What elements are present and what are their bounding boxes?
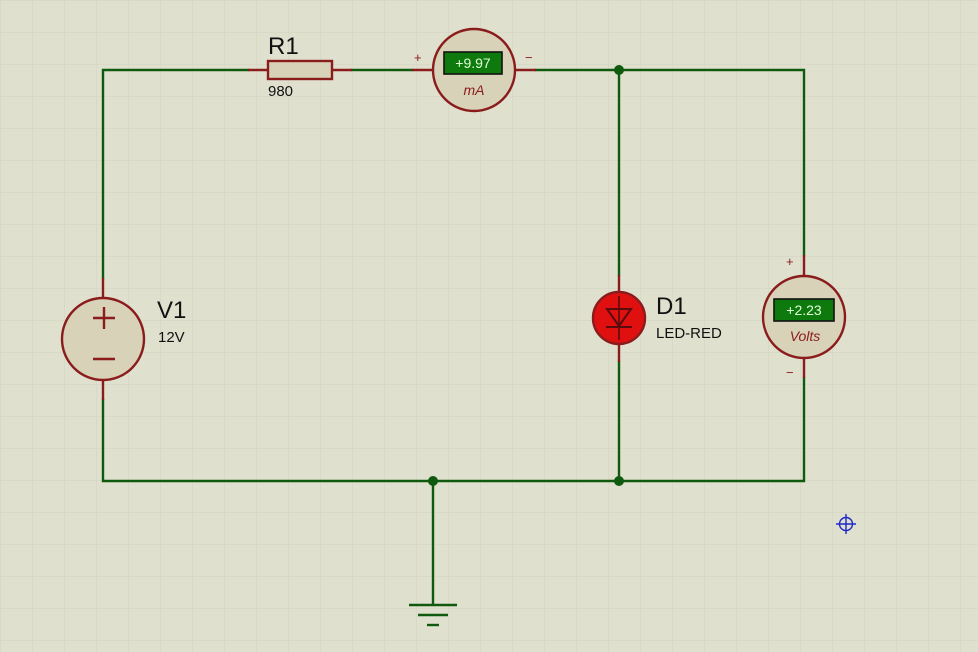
ammeter-display <box>443 51 503 75</box>
wire-left-top[interactable] <box>101 68 250 280</box>
ammeter-minus-sign: − <box>525 50 533 65</box>
wire-ammeter-node[interactable] <box>534 68 806 257</box>
voltmeter-minus-sign: − <box>786 365 794 380</box>
led-d1[interactable]: D1 LED-RED <box>591 275 722 362</box>
resistor-value-label: 980 <box>268 83 293 100</box>
resistor-body[interactable] <box>266 59 334 81</box>
ground-symbol-icon[interactable] <box>409 603 457 627</box>
source-ref-label: V1 <box>157 297 186 324</box>
voltmeter-reading: +2.23 <box>786 302 822 318</box>
voltmeter-display <box>773 298 835 322</box>
crosshair-cursor-icon <box>836 514 856 534</box>
voltmeter-plus-sign: + <box>786 254 794 269</box>
voltage-source-v1[interactable]: V1 12V <box>60 278 186 400</box>
led-value-label: LED-RED <box>656 325 722 342</box>
ammeter[interactable]: +9.97 mA + − <box>412 27 536 113</box>
resistor-ref-label: R1 <box>268 33 299 60</box>
source-value-label: 12V <box>158 329 185 346</box>
voltmeter-unit: Volts <box>790 328 821 344</box>
junction-dot-bottom <box>614 476 624 486</box>
voltmeter[interactable]: +2.23 Volts + − <box>761 254 847 380</box>
source-body[interactable] <box>60 296 146 382</box>
ammeter-reading: +9.97 <box>455 55 491 71</box>
junction-dot-ground <box>428 476 438 486</box>
resistor-r1[interactable]: R1 980 <box>248 33 352 100</box>
ammeter-unit: mA <box>464 82 485 98</box>
led-ref-label: D1 <box>656 293 687 320</box>
wires <box>101 68 806 606</box>
ammeter-plus-sign: + <box>414 50 422 65</box>
wire-bottom[interactable] <box>101 376 806 483</box>
junction-dot-top <box>614 65 624 75</box>
